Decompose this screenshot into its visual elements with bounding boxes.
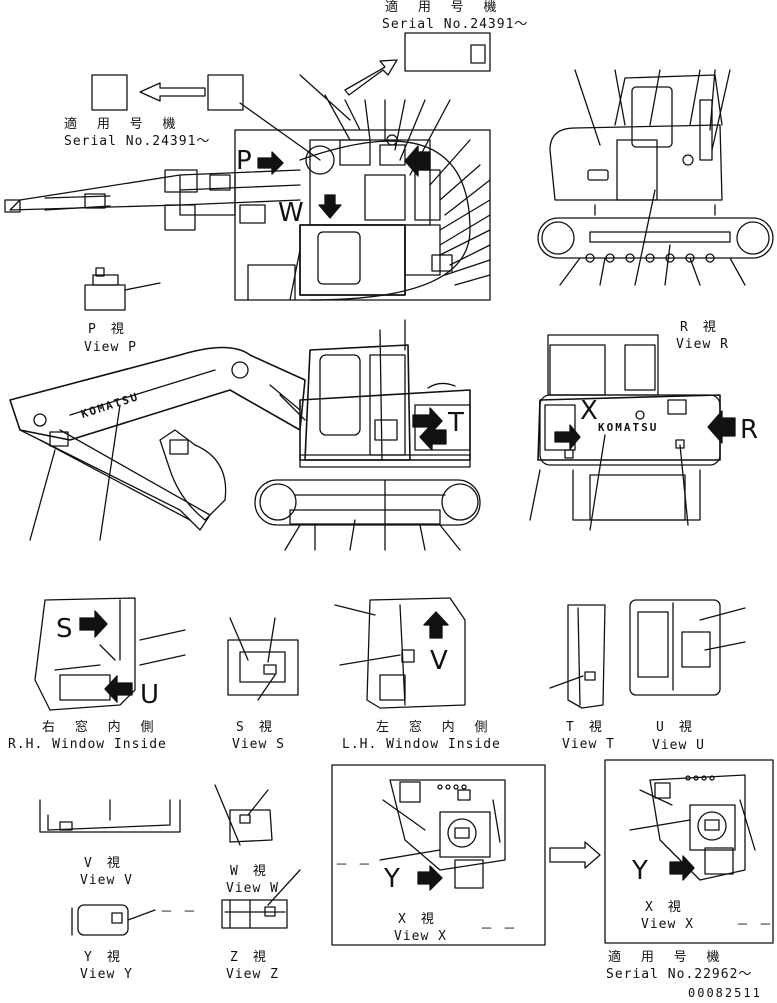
view-s-jp: S 視: [236, 720, 273, 735]
view-letter-y-2: Y: [632, 856, 648, 886]
view-letter-p: P: [236, 146, 252, 176]
dash-marker-3: － －: [160, 905, 197, 920]
view-t-detail: [549, 604, 606, 709]
lh-window-jp: 左 窓 内 側: [376, 720, 494, 735]
rh-window-jp: 右 窓 内 側: [42, 720, 160, 735]
excavator-rear-view: [529, 334, 736, 531]
lh-window-en: L.H. Window Inside: [342, 737, 501, 752]
view-y-en: View Y: [80, 967, 133, 982]
view-v-jp: V 視: [84, 856, 121, 871]
view-letter-r: R: [740, 415, 759, 445]
view-s-detail: [227, 617, 299, 701]
view-t-en: View T: [562, 737, 615, 752]
dash-marker-4: － －: [736, 918, 773, 933]
view-u-detail: [629, 599, 746, 696]
drawing-number: 00082511: [688, 986, 762, 1000]
view-y-jp: Y 視: [84, 950, 121, 965]
view-x2-jp: X 視: [645, 900, 682, 915]
rh-window-en: R.H. Window Inside: [8, 737, 167, 752]
view-p-detail: [84, 267, 161, 311]
view-x-detail-after: [604, 759, 774, 944]
serial-top-jp: 適 用 号 機: [385, 0, 503, 15]
serial-bottom-number: Serial No.22962～: [606, 967, 753, 982]
view-t-jp: T 視: [566, 720, 603, 735]
serial-left-jp: 適 用 号 機: [64, 117, 182, 132]
view-letter-t: T: [448, 408, 464, 438]
view-v-en: View V: [80, 873, 133, 888]
view-u-jp: U 視: [656, 720, 693, 735]
view-letter-y-1: Y: [384, 864, 400, 894]
view-x-detail-before: [331, 764, 546, 946]
view-w-en: View W: [226, 881, 279, 896]
view-x1-en: View X: [394, 929, 447, 944]
rh-window-inside-detail: [34, 597, 186, 711]
serial-top-number: Serial No.24391～: [382, 17, 529, 32]
view-z-en: View Z: [226, 967, 279, 982]
transition-arrow: [549, 841, 601, 869]
dash-marker-2: － －: [480, 922, 517, 937]
view-letter-u: U: [140, 680, 160, 710]
view-z-jp: Z 視: [230, 950, 267, 965]
view-x1-jp: X 視: [398, 912, 435, 927]
serial-bottom-jp: 適 用 号 機: [608, 950, 726, 965]
serial-left-number: Serial No.24391～: [64, 134, 211, 149]
rear-logo: KOMATSU: [598, 421, 659, 434]
excavator-rear-side-view: [537, 69, 774, 286]
view-y-detail: [71, 904, 156, 936]
lh-window-inside-detail: [334, 597, 466, 709]
view-letter-v: V: [430, 646, 448, 676]
view-letter-x: X: [580, 396, 598, 426]
dash-marker-1: － －: [335, 858, 372, 873]
serial-callout-top: [91, 32, 491, 111]
view-letter-s: S: [56, 614, 73, 644]
view-s-en: View S: [232, 737, 285, 752]
excavator-top-view: [4, 74, 491, 301]
view-r-jp: R 視: [680, 320, 717, 335]
view-r-en: View R: [676, 337, 729, 352]
view-w-jp: W 視: [230, 864, 267, 879]
excavator-side-view: [9, 319, 481, 551]
view-x2-en: View X: [641, 917, 694, 932]
view-u-en: View U: [652, 738, 705, 753]
view-v-detail: [39, 799, 181, 833]
view-w-detail: [214, 784, 273, 846]
view-p-en: View P: [84, 340, 137, 355]
view-z-detail: [221, 869, 301, 929]
view-letter-w: W: [278, 198, 304, 228]
view-p-jp: P 視: [88, 322, 125, 337]
